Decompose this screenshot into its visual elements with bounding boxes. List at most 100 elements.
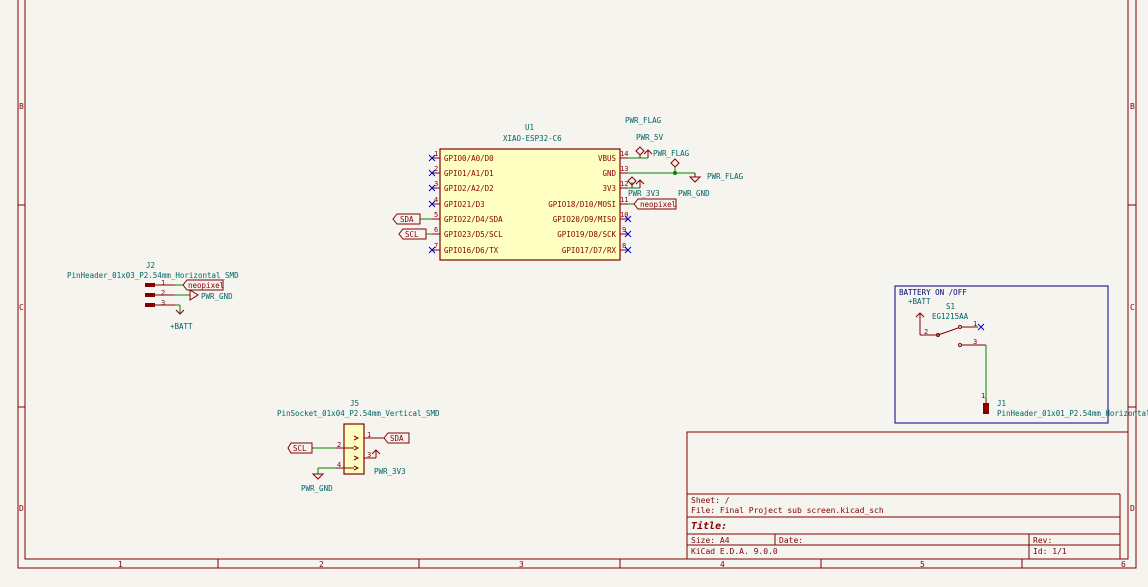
j5-pin-number: 1 [367, 431, 371, 439]
u1-pin-name: GPIO16/D6/TX [444, 246, 499, 255]
no-connect-icon [624, 215, 632, 223]
j2-symbol[interactable]: J2 PinHeader_01x03_P2.54mm_Horizontal_SM… [67, 261, 239, 307]
u1-right-pins [620, 157, 628, 251]
u1-pin-name: GPIO21/D3 [444, 200, 485, 209]
u1-pin-number: 7 [434, 242, 438, 250]
u1-pin-name: GPIO18/D10/MOSI [548, 200, 616, 209]
u1-left-pins [432, 157, 440, 251]
pwr-gnd-symbol[interactable]: PWR_GND [678, 173, 710, 198]
title-block-date: Date: [779, 536, 803, 545]
j5-pin-number: 4 [337, 461, 341, 469]
u1-wires [420, 157, 695, 235]
s1-pin-number: 1 [973, 320, 977, 328]
title-block-file: File: Final Project sub screen.kicad_sch [691, 506, 884, 515]
u1-pin-number: 8 [622, 242, 626, 250]
j1-symbol[interactable]: 1 J1 PinHeader_01x01_P2.54mm_Horizontal_… [981, 392, 1148, 418]
j5-pin-number: 3 [367, 451, 371, 459]
u1-pin-name: GPIO0/A0/D0 [444, 154, 494, 163]
pwr-gnd-text: PWR_GND [201, 292, 233, 301]
j1-value: PinHeader_01x01_P2.54mm_Horizontal_SMD [997, 409, 1148, 418]
no-connect-icon [624, 246, 632, 254]
pwr-batt-text: +BATT [908, 297, 931, 306]
j2-batt-symbol[interactable]: +BATT [170, 309, 193, 331]
title-block-tool: KiCad E.D.A. 9.0.0 [691, 547, 778, 556]
u1-pin-number: 3 [434, 180, 438, 188]
j5-value: PinSocket_01x04_P2.54mm_Vertical_SMD [277, 409, 440, 418]
j2-label-neopixel[interactable]: neopixel [182, 279, 224, 291]
j2-reference: J2 [146, 261, 155, 270]
col-label: 6 [1121, 560, 1126, 569]
sheet-frame [17, 0, 1137, 569]
j2-pin-number: 1 [161, 279, 165, 287]
row-label: C [19, 303, 24, 312]
u1-pin-name: GPIO17/D7/RX [562, 246, 617, 255]
no-connect-icon [428, 154, 436, 162]
s1-value: EG1215AA [932, 312, 969, 321]
u1-pin-number: 14 [620, 150, 628, 158]
u1-pin-name: 3V3 [602, 184, 616, 193]
col-label: 2 [319, 560, 324, 569]
pwr-batt-text: +BATT [170, 322, 193, 331]
j5-gnd-symbol[interactable]: PWR_GND [301, 473, 333, 493]
u1-pin-name: GPIO2/A2/D2 [444, 184, 494, 193]
sda-label-text: SDA [400, 215, 414, 224]
title-block[interactable]: Sheet: / File: Final Project sub screen.… [686, 431, 1129, 560]
j5-label-scl[interactable]: SCL [287, 442, 313, 454]
u1-pin-number: 4 [434, 196, 438, 204]
pwr-gnd-text: PWR_GND [301, 484, 333, 493]
col-label: 5 [920, 560, 925, 569]
battery-switch-group[interactable]: BATTERY ON /OFF +BATT S1 EG1215AA 2 1 3 [894, 285, 1148, 424]
u1-label-sda[interactable]: SDA [392, 213, 421, 225]
title-block-sheet: Sheet: / [691, 496, 730, 505]
pwr-flag-2[interactable]: PWR_FLAG [627, 149, 690, 188]
j2-pin-number: 2 [161, 289, 165, 297]
row-label: D [19, 504, 24, 513]
u1-symbol[interactable]: U1 XIAO-ESP32-C6 1 2 3 4 5 6 7 GPIO0/A0/… [432, 123, 628, 261]
neopixel-label-text: neopixel [188, 281, 224, 290]
pwr-3v3-symbol[interactable]: PWR_3V3 [628, 179, 660, 198]
title-block-rev: Rev: [1033, 536, 1052, 545]
pwr-3v3-text: PWR_3V3 [628, 189, 660, 198]
pwr-flag-text: PWR_FLAG [707, 172, 744, 181]
row-label: B [1130, 102, 1135, 111]
u1-label-neopixel[interactable]: neopixel [633, 198, 677, 210]
j5-label-sda[interactable]: SDA [383, 432, 410, 444]
u1-pin-name: GPIO20/D9/MISO [553, 215, 617, 224]
u1-pin-number: 10 [620, 211, 628, 219]
no-connect-icon [428, 246, 436, 254]
j5-3v3-symbol[interactable]: PWR_3V3 [371, 449, 406, 476]
pwr-flag-3[interactable]: PWR_FLAG [670, 158, 744, 181]
pwr-5v-symbol[interactable]: PWR_5V [636, 133, 664, 158]
j5-symbol[interactable]: J5 PinSocket_01x04_P2.54mm_Vertical_SMD … [277, 399, 440, 475]
j1-reference: J1 [997, 399, 1006, 408]
s1-symbol[interactable]: S1 EG1215AA 2 1 3 [920, 302, 986, 347]
s1-pin-number: 3 [973, 338, 977, 346]
scl-label-text: SCL [293, 444, 307, 453]
j2-value: PinHeader_01x03_P2.54mm_Horizontal_SMD [67, 271, 239, 280]
pwr-3v3-text: PWR_3V3 [374, 467, 406, 476]
j2-pin-number: 3 [161, 299, 165, 307]
no-connect-icon [428, 184, 436, 192]
j2-wires [175, 284, 190, 314]
j1-pin-number: 1 [981, 392, 985, 400]
u1-pin-name: GPIO22/D4/SDA [444, 215, 503, 224]
u1-pin-name: GPIO19/D8/SCK [557, 230, 616, 239]
neopixel-label-text: neopixel [640, 200, 676, 209]
u1-pin-number: 11 [620, 196, 628, 204]
scl-label-text: SCL [405, 230, 419, 239]
column-labels: 1 2 3 4 5 6 [118, 560, 1126, 569]
u1-label-scl[interactable]: SCL [398, 228, 427, 240]
pwr-5v-text: PWR_5V [636, 133, 664, 142]
pwr-flag-text: PWR_FLAG [625, 116, 662, 125]
sda-label-text: SDA [390, 434, 404, 443]
no-connect-icon [977, 323, 985, 331]
pwr-flag-1[interactable]: PWR_FLAG [625, 116, 662, 158]
title-block-size: Size: A4 [691, 536, 730, 545]
j2-gnd-symbol[interactable]: PWR_GND [189, 289, 233, 301]
u1-value: XIAO-ESP32-C6 [503, 134, 562, 143]
battery-batt-symbol[interactable]: +BATT [908, 297, 931, 335]
title-block-id: Id: 1/1 [1033, 547, 1067, 556]
row-label: D [1130, 504, 1135, 513]
